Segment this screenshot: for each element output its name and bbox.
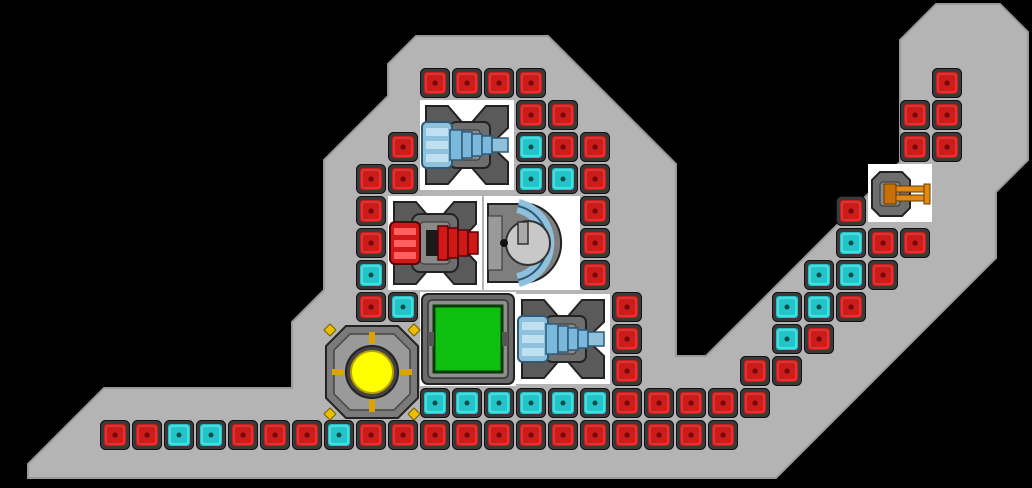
- red-armor-block[interactable]: [644, 420, 674, 450]
- red-armor-block[interactable]: [676, 388, 706, 418]
- cyan-armor-block[interactable]: [388, 292, 418, 322]
- cyan-armor-block[interactable]: [580, 388, 610, 418]
- red-armor-block[interactable]: [452, 68, 482, 98]
- red-armor-block[interactable]: [388, 420, 418, 450]
- red-armor-block[interactable]: [612, 292, 642, 322]
- red-armor-block[interactable]: [644, 388, 674, 418]
- cyan-armor-block[interactable]: [772, 324, 802, 354]
- red-armor-block[interactable]: [740, 356, 770, 386]
- orange-cannon-icon[interactable]: [868, 164, 932, 222]
- cyan-armor-block[interactable]: [548, 164, 578, 194]
- cyan-armor-block[interactable]: [804, 260, 834, 290]
- blue-thruster-icon[interactable]: [515, 293, 611, 385]
- red-armor-block[interactable]: [580, 132, 610, 162]
- red-armor-block[interactable]: [516, 68, 546, 98]
- red-armor-block[interactable]: [580, 196, 610, 226]
- cyan-armor-block[interactable]: [516, 388, 546, 418]
- cyan-armor-block[interactable]: [356, 260, 386, 290]
- red-armor-block[interactable]: [100, 420, 130, 450]
- red-armor-block[interactable]: [228, 420, 258, 450]
- red-armor-block[interactable]: [708, 388, 738, 418]
- cyan-armor-block[interactable]: [836, 260, 866, 290]
- cyan-armor-block[interactable]: [516, 132, 546, 162]
- red-armor-block[interactable]: [548, 132, 578, 162]
- yellow-core-reactor-icon[interactable]: [323, 323, 421, 421]
- gyroscope-dome-icon[interactable]: [484, 196, 580, 290]
- red-armor-block[interactable]: [900, 100, 930, 130]
- cyan-armor-block[interactable]: [484, 388, 514, 418]
- red-armor-block[interactable]: [132, 420, 162, 450]
- red-armor-block[interactable]: [932, 100, 962, 130]
- red-armor-block[interactable]: [516, 420, 546, 450]
- red-armor-block[interactable]: [516, 100, 546, 130]
- red-armor-block[interactable]: [612, 356, 642, 386]
- cyan-armor-block[interactable]: [772, 292, 802, 322]
- red-armor-block[interactable]: [708, 420, 738, 450]
- cyan-armor-block[interactable]: [420, 388, 450, 418]
- red-armor-block[interactable]: [580, 164, 610, 194]
- red-armor-block[interactable]: [868, 228, 898, 258]
- red-armor-block[interactable]: [740, 388, 770, 418]
- red-armor-block[interactable]: [420, 68, 450, 98]
- red-armor-block[interactable]: [868, 260, 898, 290]
- red-armor-block[interactable]: [292, 420, 322, 450]
- red-thruster-icon[interactable]: [387, 195, 483, 291]
- red-armor-block[interactable]: [356, 228, 386, 258]
- cyan-armor-block[interactable]: [804, 292, 834, 322]
- red-armor-block[interactable]: [612, 324, 642, 354]
- red-armor-block[interactable]: [676, 420, 706, 450]
- red-armor-block[interactable]: [452, 420, 482, 450]
- red-armor-block[interactable]: [612, 420, 642, 450]
- red-armor-block[interactable]: [548, 420, 578, 450]
- red-armor-block[interactable]: [804, 324, 834, 354]
- red-armor-block[interactable]: [932, 68, 962, 98]
- red-armor-block[interactable]: [580, 260, 610, 290]
- red-armor-block[interactable]: [356, 420, 386, 450]
- red-armor-block[interactable]: [484, 68, 514, 98]
- cyan-armor-block[interactable]: [452, 388, 482, 418]
- cyan-armor-block[interactable]: [196, 420, 226, 450]
- red-armor-block[interactable]: [388, 132, 418, 162]
- red-armor-block[interactable]: [612, 388, 642, 418]
- cyan-armor-block[interactable]: [324, 420, 354, 450]
- red-armor-block[interactable]: [420, 420, 450, 450]
- red-armor-block[interactable]: [836, 196, 866, 226]
- red-armor-block[interactable]: [356, 292, 386, 322]
- red-armor-block[interactable]: [932, 132, 962, 162]
- green-cargo-container-icon[interactable]: [420, 292, 516, 386]
- red-armor-block[interactable]: [900, 132, 930, 162]
- red-armor-block[interactable]: [580, 228, 610, 258]
- red-armor-block[interactable]: [772, 356, 802, 386]
- red-armor-block[interactable]: [836, 292, 866, 322]
- red-armor-block[interactable]: [580, 420, 610, 450]
- red-armor-block[interactable]: [388, 164, 418, 194]
- cyan-armor-block[interactable]: [548, 388, 578, 418]
- cyan-armor-block[interactable]: [164, 420, 194, 450]
- cyan-armor-block[interactable]: [516, 164, 546, 194]
- red-armor-block[interactable]: [484, 420, 514, 450]
- red-armor-block[interactable]: [548, 100, 578, 130]
- red-armor-block[interactable]: [900, 228, 930, 258]
- red-armor-block[interactable]: [260, 420, 290, 450]
- blue-thruster-icon[interactable]: [419, 99, 515, 191]
- cyan-armor-block[interactable]: [836, 228, 866, 258]
- red-armor-block[interactable]: [356, 164, 386, 194]
- red-armor-block[interactable]: [356, 196, 386, 226]
